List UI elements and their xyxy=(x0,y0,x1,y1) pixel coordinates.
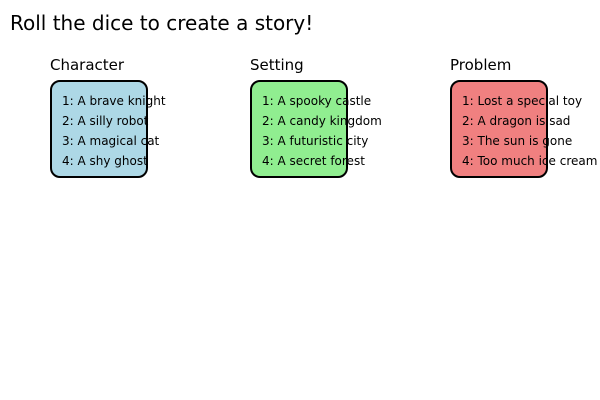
option-setting-4[interactable]: 4: A secret forest xyxy=(262,154,365,168)
option-list-problem: 1: Lost a special toy 2: A dragon is sad… xyxy=(462,91,597,171)
option-setting-3[interactable]: 3: A futuristic city xyxy=(262,134,369,148)
page-title: Roll the dice to create a story! xyxy=(10,11,314,35)
option-list-character: 1: A brave knight 2: A silly robot 3: A … xyxy=(62,91,166,171)
card-character: 1: A brave knight 2: A silly robot 3: A … xyxy=(50,80,166,178)
option-setting-1[interactable]: 1: A spooky castle xyxy=(262,94,372,108)
card-problem: 1: Lost a special toy 2: A dragon is sad… xyxy=(450,80,597,178)
option-list-setting: 1: A spooky castle 2: A candy kingdom 3:… xyxy=(262,91,382,171)
column-heading-setting: Setting xyxy=(250,56,304,74)
column-heading-problem: Problem xyxy=(450,56,512,74)
option-problem-2[interactable]: 2: A dragon is sad xyxy=(462,114,571,128)
card-setting: 1: A spooky castle 2: A candy kingdom 3:… xyxy=(250,80,382,178)
option-problem-4[interactable]: 4: Too much ice cream xyxy=(462,154,598,168)
option-character-4[interactable]: 4: A shy ghost xyxy=(62,154,148,168)
option-character-1[interactable]: 1: A brave knight xyxy=(62,94,166,108)
option-problem-3[interactable]: 3: The sun is gone xyxy=(462,134,573,148)
option-problem-1[interactable]: 1: Lost a special toy xyxy=(462,94,583,108)
option-character-2[interactable]: 2: A silly robot xyxy=(62,114,149,128)
option-setting-2[interactable]: 2: A candy kingdom xyxy=(262,114,382,128)
column-heading-character: Character xyxy=(50,56,125,74)
option-character-3[interactable]: 3: A magical cat xyxy=(62,134,160,148)
